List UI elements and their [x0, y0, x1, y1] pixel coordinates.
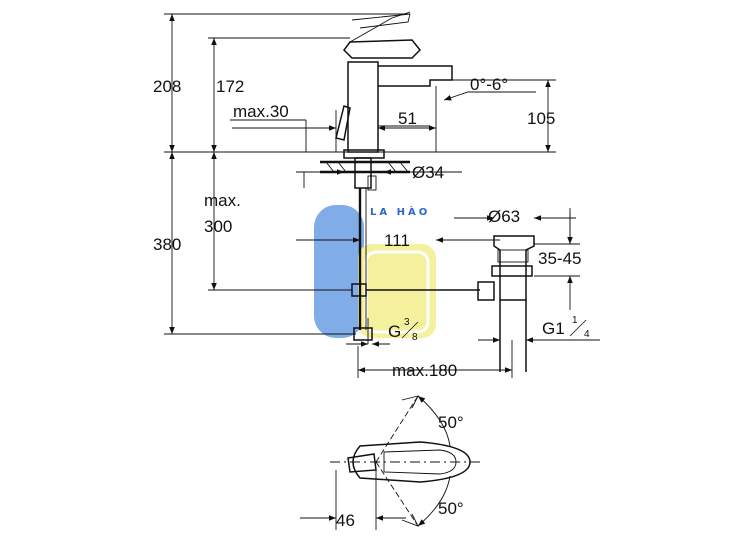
top-view-lever — [347, 453, 377, 473]
dim-208: 208 — [153, 77, 181, 96]
faucet-top-view — [300, 395, 480, 530]
waste-body — [493, 235, 535, 301]
dim-46: 46 — [336, 511, 355, 530]
dim-g114-den: 4 — [584, 329, 590, 340]
dim-line-angle-spout — [443, 91, 536, 101]
dim-d34: Ø34 — [412, 163, 444, 182]
top-view-body — [352, 441, 471, 483]
dim-380: 380 — [153, 235, 181, 254]
dim-angle-bottom: 50° — [438, 499, 464, 518]
dim-g114-num: 1 — [572, 315, 578, 326]
dim-172: 172 — [216, 77, 244, 96]
dim-35-45: 35-45 — [538, 249, 581, 268]
dim-angle-spout: 0°-6° — [470, 75, 508, 94]
pop-up-waste — [477, 235, 535, 372]
popup-rod — [335, 105, 351, 141]
dim-g38-num: 3 — [404, 317, 410, 328]
dim-111: 111 — [384, 231, 410, 250]
dim-max180: max.180 — [392, 361, 457, 380]
dim-angle-top: 50° — [438, 413, 464, 432]
watermark-blue-shape — [314, 205, 364, 338]
dim-51: 51 — [398, 109, 417, 128]
arc-bottom — [417, 475, 451, 527]
dim-d63: Ø63 — [488, 207, 520, 226]
spout — [378, 65, 453, 87]
dim-105: 105 — [527, 109, 555, 128]
watermark-text: LA HÀO — [370, 205, 430, 218]
lever-handle — [343, 39, 422, 59]
shank — [354, 157, 372, 189]
dim-g38-den: 8 — [412, 332, 418, 343]
waste-side-port — [477, 281, 495, 301]
watermark-yellow-shape — [358, 244, 436, 338]
faucet-body — [347, 61, 379, 153]
dim-g38-base: G — [388, 322, 401, 341]
dim-max300-line2: 300 — [204, 217, 232, 236]
arc-top — [417, 395, 451, 447]
dimension-lines — [164, 13, 600, 378]
watermark-logo — [314, 205, 436, 338]
dim-max300-line1: max. — [204, 191, 241, 210]
lever-raised-outline — [349, 11, 411, 43]
dim-g114-base: G1 — [542, 319, 565, 338]
dim-max30: max.30 — [233, 102, 289, 121]
